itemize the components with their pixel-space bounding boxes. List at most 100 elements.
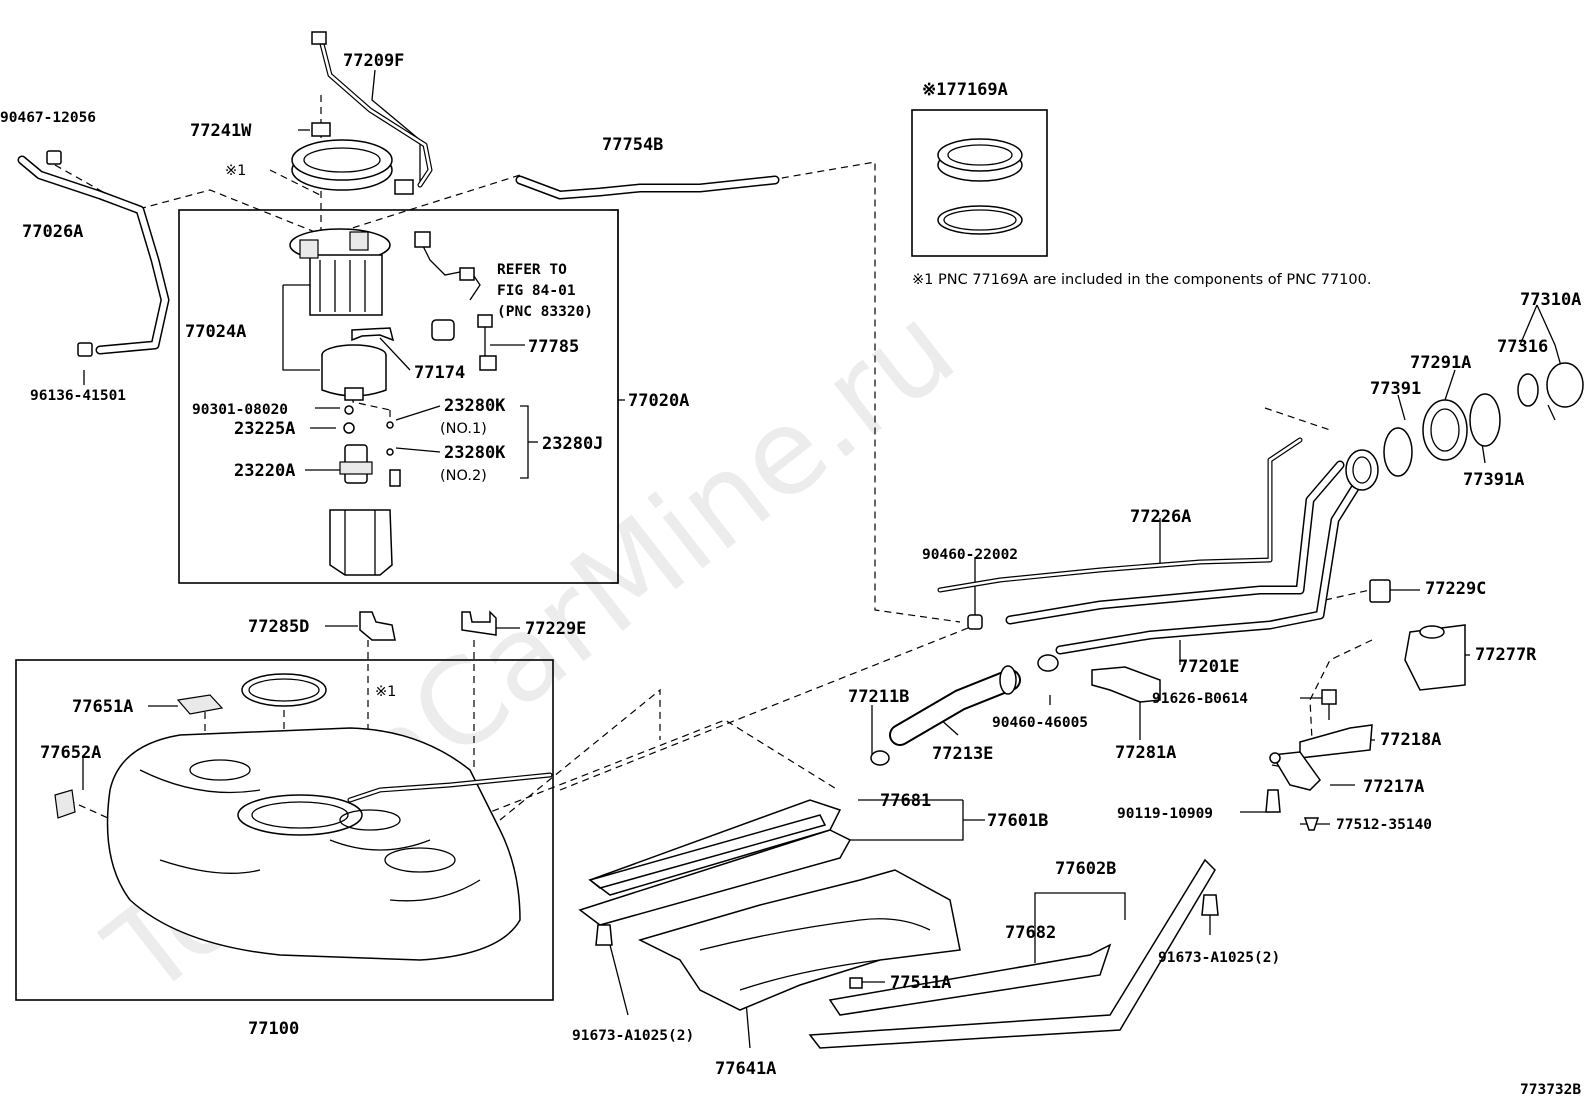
label-23280k-2: 23280K — [444, 443, 506, 463]
label-77391a: 77391A — [1463, 470, 1524, 490]
label-23225a: 23225A — [234, 419, 295, 439]
clip-77229e — [461, 610, 497, 636]
label-77681: 77681 — [880, 791, 931, 811]
clip-90460-22002 — [967, 614, 983, 630]
label-91626-b0614: 91626-B0614 — [1152, 691, 1248, 707]
gasket-77391 — [1383, 427, 1413, 477]
label-77277r: 77277R — [1475, 645, 1537, 665]
lock-ring-top — [291, 139, 393, 191]
label-23280k-1: 23280K — [444, 396, 506, 416]
fuel-filter — [321, 344, 387, 401]
breather-tube-77226a — [937, 437, 1303, 593]
label-90460-22002: 90460-22002 — [922, 547, 1018, 563]
filler-cap-77316 — [1517, 362, 1584, 421]
refer-line-3: (PNC 83320) — [497, 304, 593, 320]
label-77026a: 77026A — [22, 222, 83, 242]
sender-gauge — [414, 231, 481, 341]
clip-77241w — [311, 122, 331, 137]
label-90460-46005: 90460-46005 — [992, 715, 1088, 731]
fuel-pump-23220a — [339, 444, 401, 487]
strap-77682 — [828, 943, 1112, 1016]
label-91673-a1025-right: 91673-A1025(2) — [1158, 950, 1280, 966]
clip-77512 — [1303, 817, 1320, 831]
kit-note: ※1 PNC 77169A are included in the compon… — [912, 272, 1371, 288]
bolt-91626 — [1321, 689, 1337, 720]
label-77211b: 77211B — [848, 687, 909, 707]
tank-vent-tube — [347, 772, 553, 803]
label-77652a — [54, 789, 76, 819]
label-77316: 77316 — [1497, 337, 1548, 357]
bolt-90119 — [1265, 789, 1281, 813]
label-77229c: 77229C — [1425, 579, 1486, 599]
label-23220a: 23220A — [234, 461, 295, 481]
label-77217a: 77217A — [1363, 777, 1424, 797]
label-77201e: 77201E — [1178, 657, 1239, 677]
ring-kit-box — [911, 109, 1048, 257]
housing-77291a — [1422, 399, 1468, 461]
label-77682: 77682 — [1005, 923, 1056, 943]
dashed-reference-lines — [54, 95, 1373, 821]
fuel-tank-assembly-box — [15, 659, 554, 1001]
refer-line-1: REFER TO — [497, 262, 567, 278]
label-star1-top: ※1 — [225, 163, 246, 179]
lock-ring-kit-77169a — [937, 138, 1023, 235]
label-77213e: 77213E — [932, 744, 993, 764]
label-91673-a1025-left: 91673-A1025(2) — [572, 1028, 694, 1044]
vent-hose-77754b — [515, 175, 780, 200]
bolt-91673-left — [595, 924, 613, 946]
label-77641a: 77641A — [715, 1059, 776, 1079]
gasket-77391a — [1469, 393, 1501, 447]
bracket-77174 — [351, 327, 395, 342]
protector-77641a — [637, 869, 961, 1011]
label-77651a — [176, 694, 224, 715]
fuel-tank-77100 — [106, 727, 521, 961]
label-77652a: 77652A — [40, 743, 101, 763]
fuel-sender-hose-77209f — [311, 31, 433, 195]
label-23280j: 23280J — [542, 434, 603, 454]
label-96136-41501: 96136-41501 — [30, 388, 126, 404]
label-77512-35140: 77512-35140 — [1336, 817, 1432, 833]
filler-pipe-77201e — [1005, 449, 1379, 655]
label-77391: 77391 — [1370, 379, 1421, 399]
label-77209f: 77209F — [343, 51, 404, 71]
label-77241w: 77241W — [190, 121, 252, 141]
label-77651a: 77651A — [72, 697, 133, 717]
strap-77601b — [578, 829, 852, 926]
label-90119-10909: 90119-10909 — [1117, 806, 1213, 822]
label-no1: (NO.1) — [440, 421, 487, 437]
connector-77785 — [477, 314, 497, 371]
label-77785: 77785 — [528, 337, 579, 357]
bracket-77218a — [1299, 724, 1373, 759]
clamp-90460-46005 — [1037, 654, 1059, 672]
label-77174: 77174 — [414, 363, 465, 383]
diagram-id: 773732B — [1520, 1082, 1581, 1098]
label-77024a: 77024A — [185, 322, 246, 342]
bracket-77281a — [1091, 666, 1161, 703]
label-star1-mid: ※1 — [375, 684, 396, 700]
label-77020a: 77020A — [628, 391, 689, 411]
label-77281a: 77281A — [1115, 743, 1176, 763]
label-90467-12056: 90467-12056 — [0, 110, 96, 126]
bolt-91673-right — [1201, 894, 1219, 916]
label-77218a: 77218A — [1380, 730, 1441, 750]
fuel-pump-module-77024a — [289, 228, 391, 316]
strap-77602b — [808, 858, 1216, 1049]
label-no2: (NO.2) — [440, 468, 487, 484]
protector-77277r — [1404, 624, 1466, 691]
bracket-77217a — [1269, 751, 1321, 791]
clip-77229c — [1369, 579, 1391, 603]
label-77511a: 77511A — [890, 973, 951, 993]
clip-77511a — [849, 977, 863, 989]
breather-pipe-77026a — [17, 150, 170, 357]
label-77601b: 77601B — [987, 811, 1048, 831]
label-77226a: 77226A — [1130, 507, 1191, 527]
label-77754b: 77754B — [602, 135, 663, 155]
hose-77213e — [889, 665, 1021, 746]
refer-line-2: FIG 84-01 — [497, 283, 576, 299]
tank-gasket-ring — [241, 673, 327, 707]
leader-lines — [82, 69, 1566, 1049]
label-77602b: 77602B — [1055, 859, 1116, 879]
clip-77285d — [359, 611, 396, 641]
clamp-77211b — [870, 750, 890, 766]
